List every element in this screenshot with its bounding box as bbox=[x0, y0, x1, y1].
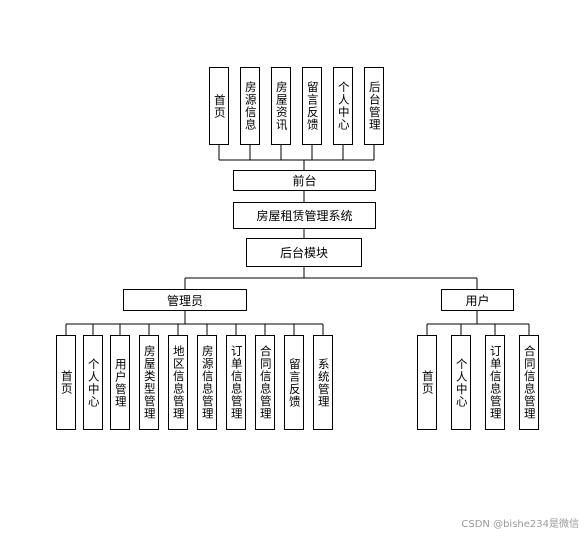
frontend-node: 前台 bbox=[233, 170, 376, 191]
user-item-home: 首页 bbox=[417, 335, 437, 430]
watermark: CSDN @bishe234是微信 bbox=[461, 519, 579, 530]
backend-node: 后台模块 bbox=[246, 238, 362, 267]
admin-item-feedback: 留言反馈 bbox=[284, 335, 304, 430]
frontend-item-listings: 房源信息 bbox=[240, 67, 260, 145]
frontend-item-admin-entry: 后台管理 bbox=[364, 67, 384, 145]
user-node: 用户 bbox=[441, 289, 514, 311]
admin-item-system-mgmt: 系统管理 bbox=[313, 335, 333, 430]
user-item-contract-mgmt: 合同信息管理 bbox=[519, 335, 539, 430]
admin-item-home: 首页 bbox=[56, 335, 76, 430]
admin-item-listing-mgmt: 房源信息管理 bbox=[197, 335, 217, 430]
admin-item-user-mgmt: 用户管理 bbox=[110, 335, 130, 430]
user-item-order-mgmt: 订单信息管理 bbox=[485, 335, 505, 430]
admin-item-house-type-mgmt: 房屋类型管理 bbox=[139, 335, 159, 430]
user-item-profile: 个人中心 bbox=[451, 335, 471, 430]
system-node: 房屋租赁管理系统 bbox=[233, 202, 376, 229]
frontend-item-profile: 个人中心 bbox=[333, 67, 353, 145]
admin-item-order-mgmt: 订单信息管理 bbox=[226, 335, 246, 430]
frontend-item-feedback: 留言反馈 bbox=[302, 67, 322, 145]
admin-item-profile: 个人中心 bbox=[83, 335, 103, 430]
admin-node: 管理员 bbox=[123, 289, 247, 311]
admin-item-contract-mgmt: 合同信息管理 bbox=[255, 335, 275, 430]
frontend-item-news: 房屋资讯 bbox=[271, 67, 291, 145]
admin-item-region-mgmt: 地区信息管理 bbox=[168, 335, 188, 430]
frontend-item-home: 首页 bbox=[209, 67, 229, 145]
